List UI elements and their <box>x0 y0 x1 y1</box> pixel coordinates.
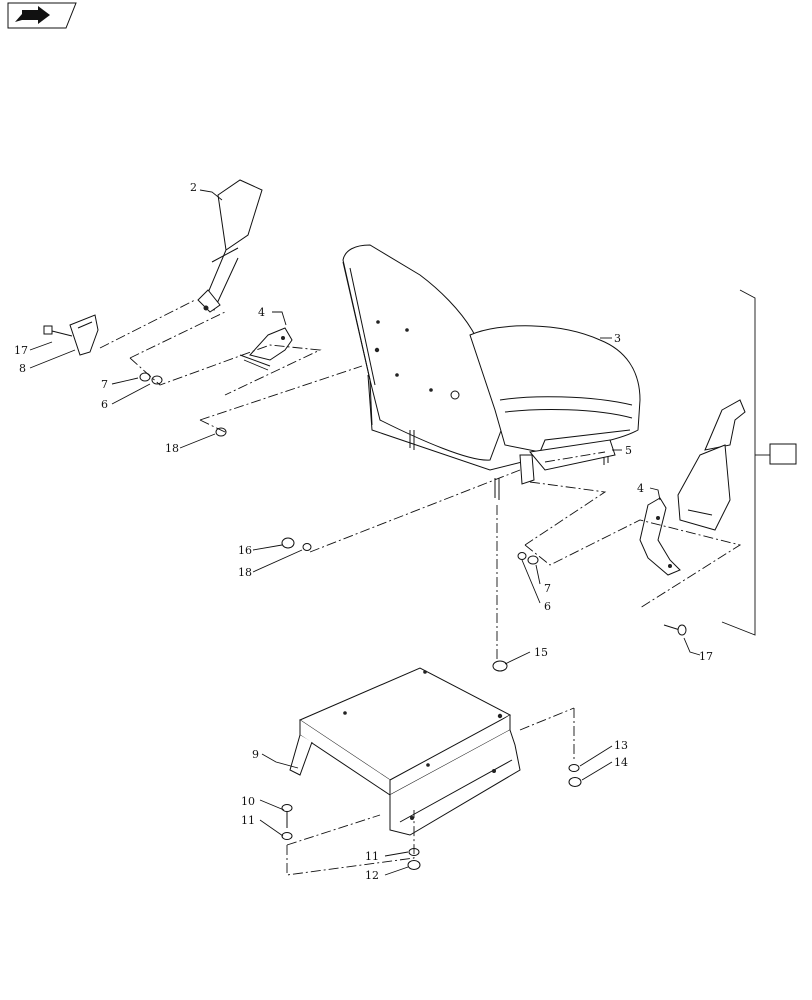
callout-6-right: 6 <box>544 600 551 613</box>
callout-16: 16 <box>238 544 252 557</box>
leader-lines <box>29 189 701 876</box>
callout-4-left: 4 <box>258 306 265 319</box>
seat-belt-left <box>43 179 312 551</box>
callout-3: 3 <box>614 332 621 345</box>
callout-12: 12 <box>365 869 379 882</box>
callout-10: 10 <box>241 795 255 808</box>
callout-6-left: 6 <box>101 398 108 411</box>
callout-17-right: 17 <box>699 650 713 663</box>
assembly-lines <box>99 299 742 876</box>
callout-8: 8 <box>19 362 26 375</box>
callout-11-right: 11 <box>365 850 379 863</box>
callout-14: 14 <box>614 756 628 769</box>
seat-belt-right <box>517 289 770 636</box>
callout-7-right: 7 <box>544 582 551 595</box>
callout-9: 9 <box>252 748 259 761</box>
callout-18-top: 18 <box>165 442 179 455</box>
arrow-right-icon <box>15 6 50 24</box>
callout-18-bottom: 18 <box>238 566 252 579</box>
seat-base-plate <box>281 660 582 870</box>
callout-15: 15 <box>534 646 548 659</box>
callout-17-left: 17 <box>14 344 28 357</box>
callout-11-left: 11 <box>241 814 255 827</box>
callout-13: 13 <box>614 739 628 752</box>
callout-7-left: 7 <box>101 378 108 391</box>
callout-5: 5 <box>625 444 632 457</box>
callout-1-box <box>769 443 797 465</box>
callout-4-right: 4 <box>637 482 644 495</box>
seat-assembly <box>342 244 641 500</box>
callout-2: 2 <box>190 181 197 194</box>
nav-button[interactable] <box>7 2 77 29</box>
